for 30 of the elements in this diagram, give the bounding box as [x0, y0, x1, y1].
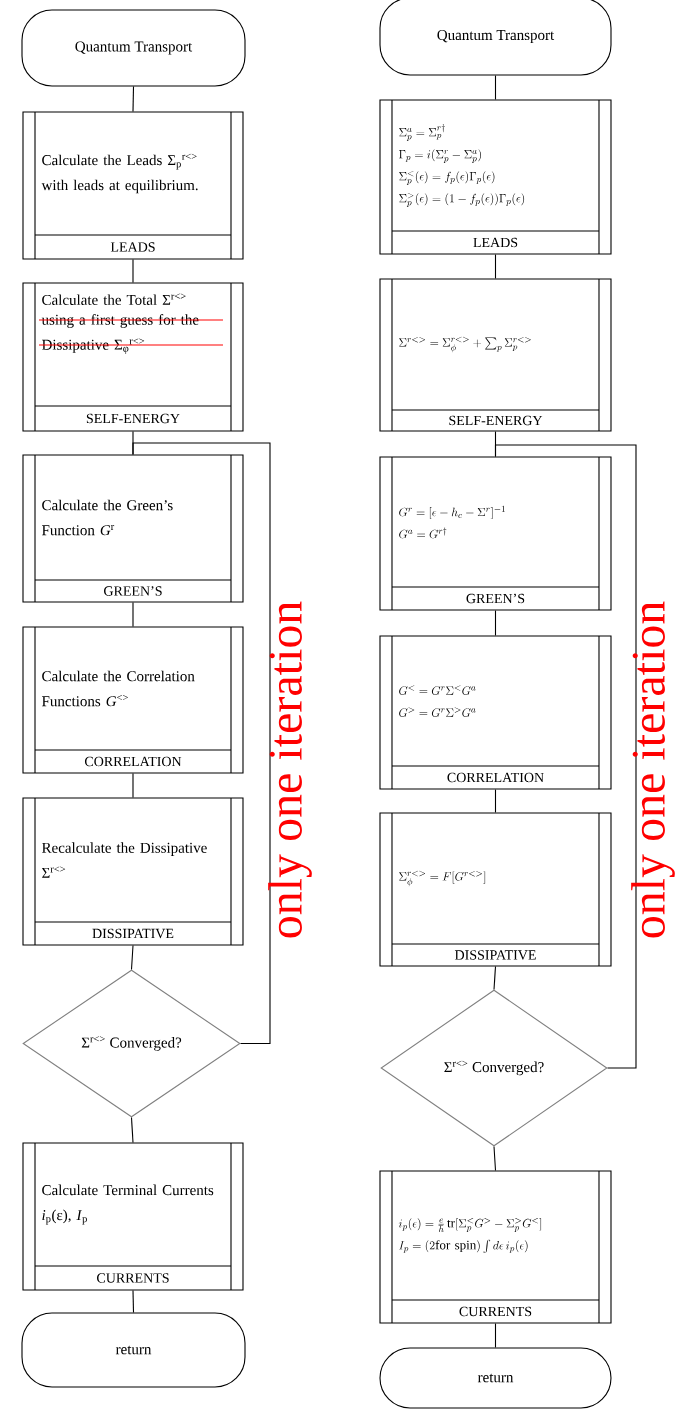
connector-line — [130, 945, 134, 970]
process-box: $G^< = G^r\Sigma^< G^a$ $G^> = G^r\Sigma^> G^a$ CORRELATION — [379, 635, 612, 790]
process-box: Recalculate the Dissipative Σ$^{r<>}$ DISSIPATIVE — [22, 797, 244, 946]
connector-line — [132, 602, 134, 627]
connector-line — [130, 1117, 134, 1143]
connector-line — [132, 1290, 135, 1313]
process-box: $i_p(\epsilon) = \frac{e}{\hbar}\,\mathrm{tr}[\Sigma_p^< G^> - \Sigma_p^> G^<]$ $I_p = (2\text{for spin})\int d\epsilon\, i_p(\epsilon)$ CURRENTS — [379, 1170, 612, 1324]
connector-line — [494, 789, 497, 813]
connector-line — [132, 773, 134, 798]
connector-line — [493, 1146, 497, 1171]
process-box: Calculate the Correlation Functions G$^{<>}$ CORRELATION — [22, 626, 244, 774]
process-box: Calculate the Total Σ$^{r<>}$ using a first guess for the Dissipative Σ$_{φ}$r<> SELF-ENERGY — [22, 282, 244, 432]
connector-line — [494, 254, 497, 279]
process-box: $\Sigma_p^a = \Sigma_p^{r\dagger}$ $\Gamma_p = i(\Sigma_p^r - \Sigma_p^a)$ $\Sigma_p^<(\epsilon) = f_p(\epsilon)\Gamma_p(\epsilon)$ $\Sigma_p^>(\epsilon) = (1-f_p(\epsilon))\Gamma_p(\epsilon)$ LEADS — [379, 99, 612, 255]
connector-line — [494, 1323, 497, 1348]
annotation-text: only one iteration — [268, 601, 312, 938]
process-box: $G^r = [\epsilon - h_c - \Sigma^r]^{-1}$ $G^a = G^{r\dagger}$ GREEN’S — [379, 456, 612, 611]
loop-line — [132, 442, 271, 1045]
connector-line — [493, 966, 497, 990]
process-box: $\Sigma_\phi^{r<>} = F[G^{r<>}]$ DISSIPATIVE — [379, 812, 612, 967]
connector-line — [494, 75, 497, 100]
process-box: Calculate the Green’s Function G$^{r}$ GREEN’S — [22, 454, 244, 603]
connector-line — [132, 86, 135, 112]
annotation-text: only one iteration — [631, 601, 675, 938]
process-box: Calculate Terminal Currents i$_{p}$(ε), I$_{p}$ CURRENTS — [22, 1142, 244, 1291]
connector-line — [132, 259, 134, 283]
connector-line — [494, 610, 497, 636]
loop-line — [494, 444, 637, 1069]
process-box: $\Sigma^{r<>} = \Sigma_\phi^{r<>} + \sum_p \Sigma_p^{r<>}$ SELF-ENERGY — [379, 278, 612, 432]
process-box: Calculate the Leads Σ$_{p}$r<> with leads at equilibrium. LEADS — [22, 111, 244, 260]
